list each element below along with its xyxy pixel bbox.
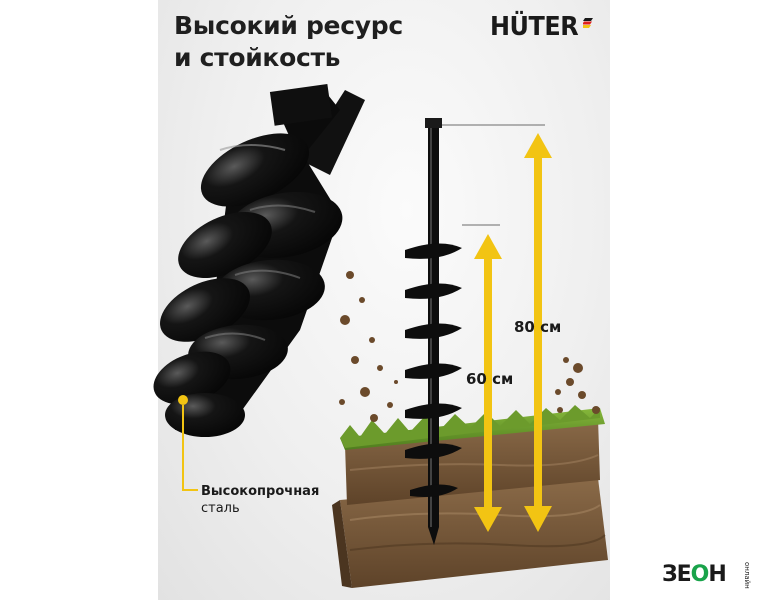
callout-pointer <box>178 395 198 491</box>
dimension-lines <box>442 124 545 226</box>
huter-flag-icon <box>583 18 593 28</box>
auger-product <box>405 118 462 545</box>
headline-line-1: Высокий ресурс <box>174 11 403 40</box>
store-logo-part-3: Н <box>708 562 726 587</box>
store-logo-part-2: О <box>690 562 710 587</box>
callout-dot-icon <box>178 395 188 405</box>
headline-line-2: и стойкость <box>174 43 341 72</box>
callout-text: Высокопрочная сталь <box>201 483 319 517</box>
callout-line-1: Высокопрочная <box>201 484 320 499</box>
store-tag: онлайн <box>743 562 751 589</box>
brand-logo: HÜTER <box>490 12 579 42</box>
auger-closeup <box>153 83 365 437</box>
soil-block <box>332 405 608 588</box>
headline: Высокий ресурс и стойкость <box>174 10 403 74</box>
store-logo-part-1: ЗЕ <box>662 562 692 587</box>
store-logo: ЗЕОН <box>662 562 727 587</box>
label-80cm: 80 см <box>514 318 562 336</box>
callout-line-2: сталь <box>201 501 240 516</box>
label-60cm: 60 см <box>466 370 514 388</box>
up-down-arrow-icon <box>524 133 552 532</box>
up-down-arrow-icon <box>474 234 502 532</box>
dirt-particles <box>339 271 600 422</box>
